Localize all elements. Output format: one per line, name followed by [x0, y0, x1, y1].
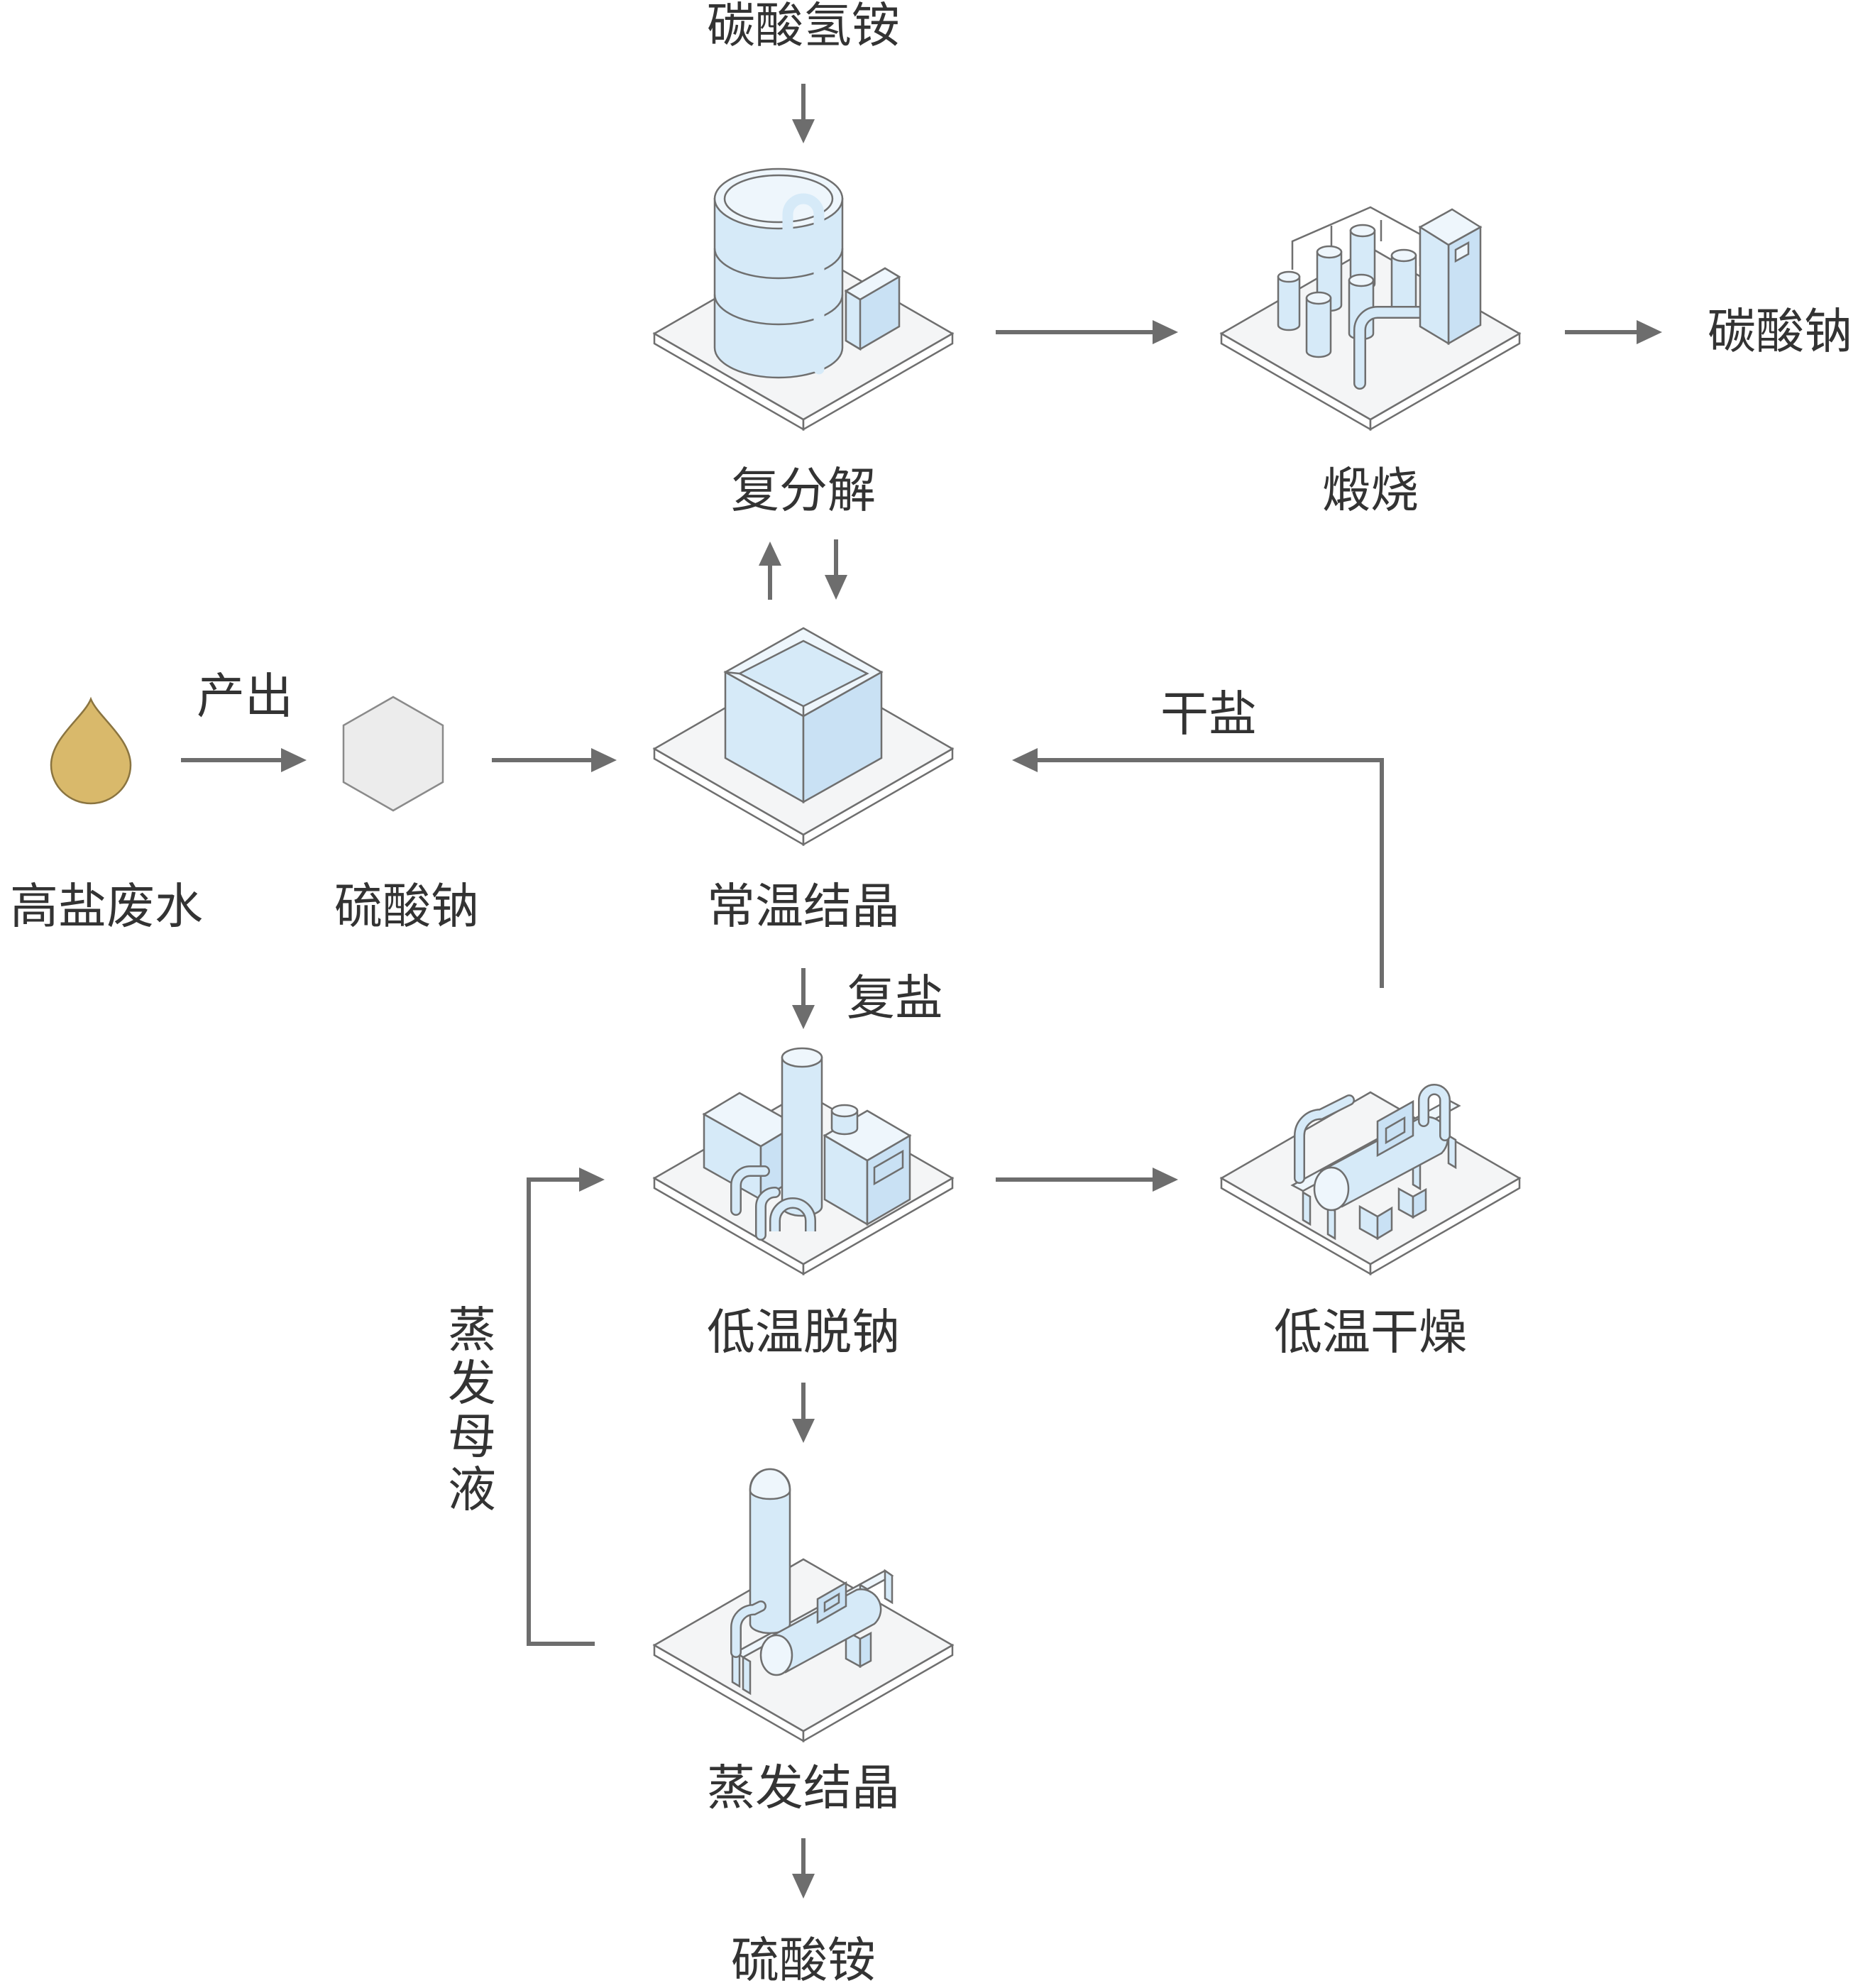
node-label-evaporative-crystallization: 蒸发结晶 [707, 1761, 900, 1817]
node-label-ammonium-bicarbonate: 碳酸氢铵 [707, 0, 900, 55]
arrow-crystallization-to-metathesis [759, 542, 781, 600]
wastewater-drop-icon [50, 696, 132, 805]
crystallizer-tank-icon [653, 627, 954, 846]
sodium-sulfate-crystal-icon [342, 696, 444, 812]
arrow-desodium-to-dryer [996, 1168, 1178, 1192]
node-label-sodium-sulfate: 硫酸钠 [334, 879, 479, 935]
node-label-room-temp-crystallization: 常温结晶 [707, 879, 900, 935]
arrow-crystallization-to-desodium [792, 968, 815, 1029]
calcination-unit-icon [1220, 206, 1521, 431]
svg-text:发: 发 [448, 1356, 496, 1412]
arrow-metathesis-to-crystallization [825, 539, 847, 600]
svg-text:母: 母 [448, 1410, 496, 1466]
arrow-metathesis-to-calcination [996, 320, 1178, 344]
node-label-high-salt-wastewater: 高盐废水 [10, 879, 203, 935]
arrow-desodium-to-evaporator [792, 1383, 815, 1443]
edge-label-evaporation-mother-liquor: 蒸 发 母 液 [448, 1303, 496, 1519]
node-label-ammonium-sulfate: 硫酸铵 [731, 1933, 876, 1988]
svg-text:蒸: 蒸 [448, 1303, 496, 1359]
node-label-calcination: 煅烧 [1322, 463, 1419, 520]
evaporator-unit-icon [653, 1468, 954, 1742]
node-label-sodium-carbonate: 碳酸钠 [1708, 304, 1852, 361]
arrow-sodium-sulfate-to-crystallization [492, 748, 617, 772]
arrow-ammonium-bicarbonate-to-metathesis [792, 84, 815, 143]
arrow-dry-salt-loop [1012, 748, 1384, 988]
edge-label-double-salt: 复盐 [847, 971, 943, 1027]
node-label-metathesis: 复分解 [731, 463, 876, 520]
svg-text:液: 液 [448, 1463, 496, 1519]
arrow-evaporator-to-ammonium-sulfate [792, 1838, 815, 1899]
node-label-low-temp-desodium: 低温脱钠 [707, 1305, 900, 1361]
arrow-calcination-to-sodium-carbonate [1565, 320, 1662, 344]
edge-label-dry-salt: 干盐 [1160, 687, 1257, 743]
arrow-wastewater-to-sodium-sulfate [181, 748, 307, 772]
dryer-unit-icon [1220, 1084, 1521, 1275]
arrow-mother-liquor-loop [527, 1168, 605, 1646]
node-label-low-temp-drying: 低温干燥 [1274, 1305, 1467, 1361]
reaction-tank-icon [653, 168, 954, 431]
desodium-unit-icon [653, 1047, 954, 1275]
edge-label-output: 产出 [197, 669, 293, 725]
